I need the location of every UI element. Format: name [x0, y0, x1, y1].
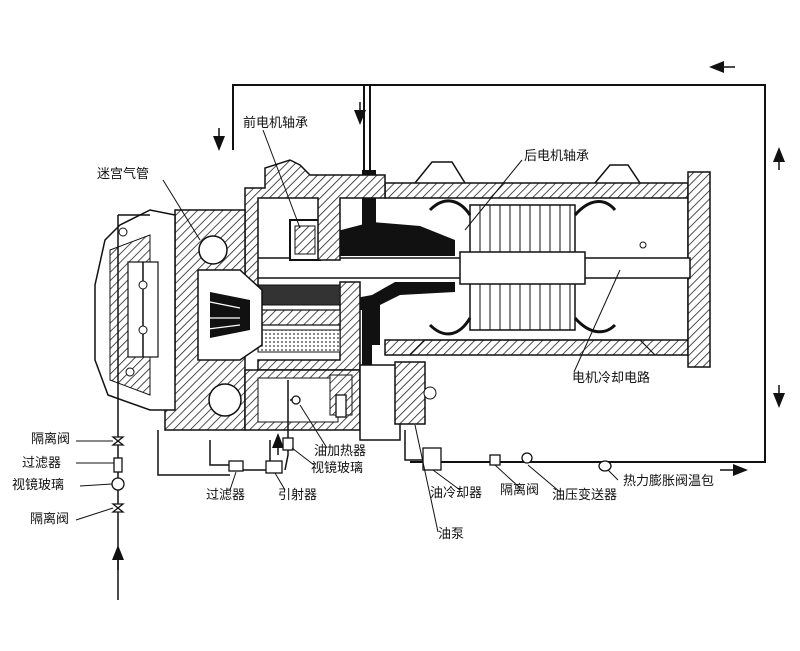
label-pressure-transmitter: 油压变送器 — [552, 488, 618, 503]
label-oil-pump: 油泵 — [438, 527, 465, 542]
label-motor-cooling: 电机冷却电路 — [572, 371, 651, 386]
label-oil-heater: 油加热器 — [314, 444, 367, 459]
label-labyrinth: 迷宫气管 — [97, 167, 150, 182]
label-isolation-valve-bottom-left: 隔离阀 — [30, 512, 70, 527]
label-isolation-valve-top: 隔离阀 — [31, 432, 71, 447]
label-expansion-valve-bulb: 热力膨胀阀温包 — [623, 474, 715, 489]
label-front-bearing: 前电机轴承 — [243, 116, 309, 131]
label-sight-glass-mid: 视镜玻璃 — [311, 461, 364, 476]
label-sight-glass-left: 视镜玻璃 — [12, 478, 65, 493]
label-isolation-valve-line: 隔离阀 — [500, 483, 540, 498]
label-ejector: 引射器 — [278, 488, 318, 503]
outer-piping — [232, 84, 766, 463]
label-oil-cooler: 油冷却器 — [430, 486, 483, 501]
bearing-housing — [289, 170, 455, 370]
label-rear-bearing: 后电机轴承 — [524, 149, 590, 164]
label-filter-bottom: 过滤器 — [206, 488, 246, 503]
line-components — [111, 394, 612, 513]
inlet-assembly — [94, 209, 176, 411]
leader-lines — [75, 129, 621, 533]
label-filter-left: 过滤器 — [22, 456, 62, 471]
